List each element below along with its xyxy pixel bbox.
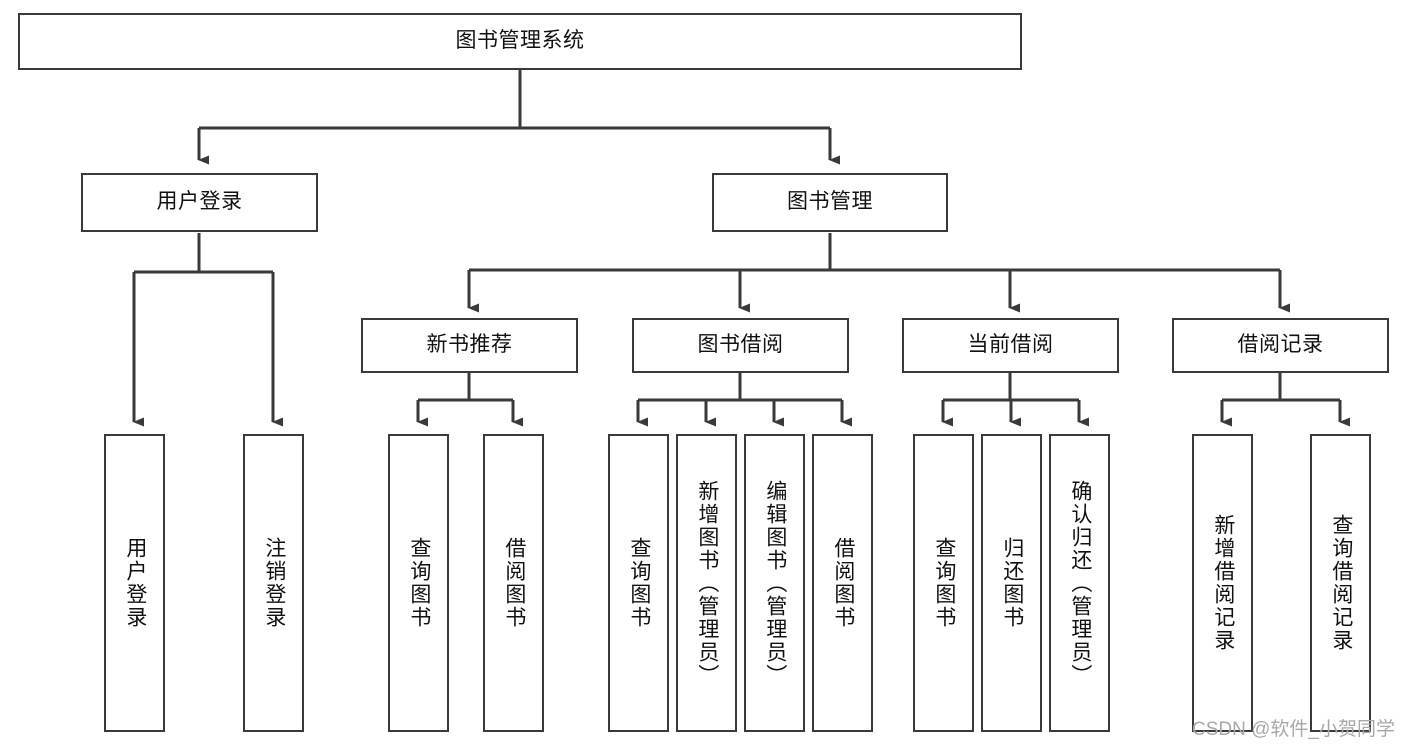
node-leaf-query-book-2-label: 查询图书 [627,537,651,629]
node-borrow-record-label: 借阅记录 [1237,333,1324,357]
node-leaf-edit-book[interactable]: 编辑图书（管理员） [744,434,805,732]
node-leaf-query-book-3-label: 查询图书 [932,537,956,629]
node-leaf-logout-label: 注销登录 [262,537,286,629]
node-leaf-confirm-return-label: 确认归还（管理员） [1068,479,1092,687]
node-current-borrow[interactable]: 当前借阅 [902,318,1119,373]
node-book-manage[interactable]: 图书管理 [712,173,948,232]
node-leaf-query-book-2[interactable]: 查询图书 [608,434,669,732]
node-leaf-return-book[interactable]: 归还图书 [981,434,1042,732]
node-leaf-add-record-label: 新增借阅记录 [1211,514,1235,652]
node-leaf-logout[interactable]: 注销登录 [243,434,304,732]
node-leaf-borrow-book-1-label: 借阅图书 [502,537,526,629]
node-root[interactable]: 图书管理系统 [18,13,1022,70]
node-root-label: 图书管理系统 [455,29,585,53]
node-leaf-add-book[interactable]: 新增图书（管理员） [676,434,737,732]
node-user-login-label: 用户登录 [156,190,243,214]
node-leaf-query-book-1[interactable]: 查询图书 [388,434,449,732]
node-leaf-query-record-label: 查询借阅记录 [1329,514,1353,652]
node-leaf-add-book-label: 新增图书（管理员） [695,479,719,687]
node-book-borrow[interactable]: 图书借阅 [632,318,849,373]
node-leaf-user-login[interactable]: 用户登录 [104,434,165,732]
node-leaf-add-record[interactable]: 新增借阅记录 [1192,434,1253,732]
node-leaf-user-login-label: 用户登录 [123,537,147,629]
node-user-login[interactable]: 用户登录 [81,173,318,232]
node-new-book-rec[interactable]: 新书推荐 [361,318,578,373]
node-leaf-query-record[interactable]: 查询借阅记录 [1310,434,1371,732]
node-book-manage-label: 图书管理 [787,190,873,214]
node-new-book-rec-label: 新书推荐 [426,333,513,357]
node-leaf-return-book-label: 归还图书 [1000,537,1024,629]
node-borrow-record[interactable]: 借阅记录 [1172,318,1389,373]
node-leaf-query-book-3[interactable]: 查询图书 [913,434,974,732]
csdn-watermark: CSDN @软件_小贺同学 [1192,719,1395,740]
node-leaf-confirm-return[interactable]: 确认归还（管理员） [1049,434,1110,732]
node-leaf-edit-book-label: 编辑图书（管理员） [763,479,787,687]
node-leaf-borrow-book-2[interactable]: 借阅图书 [812,434,873,732]
node-leaf-borrow-book-2-label: 借阅图书 [831,537,855,629]
node-current-borrow-label: 当前借阅 [967,333,1054,357]
node-leaf-borrow-book-1[interactable]: 借阅图书 [483,434,544,732]
node-book-borrow-label: 图书借阅 [697,333,784,357]
node-leaf-query-book-1-label: 查询图书 [407,537,431,629]
